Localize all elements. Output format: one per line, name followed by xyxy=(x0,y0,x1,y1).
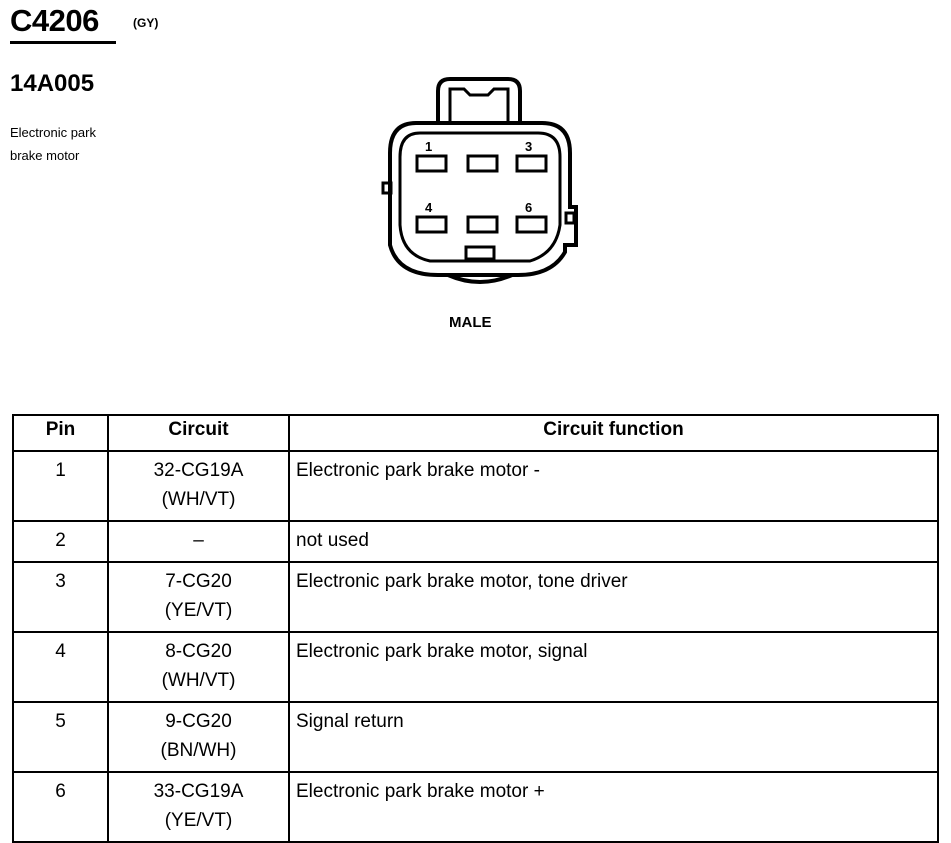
circuit-cell: 7-CG20 (YE/VT) xyxy=(107,561,290,633)
wire-color: (YE/VT) xyxy=(164,810,233,831)
function-cell: Signal return xyxy=(288,701,939,773)
connector-color: (GY) xyxy=(133,16,159,30)
connector-view-label: MALE xyxy=(449,314,492,331)
wire-color: (BN/WH) xyxy=(160,740,237,761)
table-row: 5 9-CG20 (BN/WH) Signal return xyxy=(12,701,939,773)
pin-cavity-2 xyxy=(466,154,499,173)
circuit-cell: – xyxy=(107,520,290,563)
part-description: Electronic park brake motor xyxy=(10,121,170,167)
pin-number-3: 3 xyxy=(525,139,532,154)
connector-code-underline xyxy=(10,41,116,44)
circuit-number: 32-CG19A xyxy=(153,460,244,481)
circuit-cell: 9-CG20 (BN/WH) xyxy=(107,701,290,773)
pin-cell: 1 xyxy=(12,450,109,522)
header-circuit: Circuit xyxy=(107,414,290,452)
circuit-number: 33-CG19A xyxy=(153,781,244,802)
connector-code: C4206 xyxy=(10,3,99,38)
circuit-number: – xyxy=(193,530,204,551)
part-description-line-2: brake motor xyxy=(10,148,80,163)
function-cell: Electronic park brake motor + xyxy=(288,771,939,843)
circuit-number: 9-CG20 xyxy=(165,711,232,732)
wire-color: (WH/VT) xyxy=(161,489,236,510)
circuit-number: 7-CG20 xyxy=(165,571,232,592)
header-pin: Pin xyxy=(12,414,109,452)
circuit-cell: 32-CG19A (WH/VT) xyxy=(107,450,290,522)
wire-color: (WH/VT) xyxy=(161,670,236,691)
pin-number-1: 1 xyxy=(425,139,432,154)
pin-cavity-6 xyxy=(515,215,548,234)
table-row: 1 32-CG19A (WH/VT) Electronic park brake… xyxy=(12,450,939,522)
pin-cell: 5 xyxy=(12,701,109,773)
pin-cell: 6 xyxy=(12,771,109,843)
circuit-cell: 8-CG20 (WH/VT) xyxy=(107,631,290,703)
table-row: 4 8-CG20 (WH/VT) Electronic park brake m… xyxy=(12,631,939,703)
pin-number-6: 6 xyxy=(525,200,532,215)
pin-cavity-5 xyxy=(466,215,499,234)
pin-cell: 2 xyxy=(12,520,109,563)
table-row: 3 7-CG20 (YE/VT) Electronic park brake m… xyxy=(12,561,939,633)
pinout-table: Pin Circuit Circuit function 1 32-CG19A … xyxy=(12,414,939,843)
pin-cell: 3 xyxy=(12,561,109,633)
function-cell: Electronic park brake motor, signal xyxy=(288,631,939,703)
circuit-number: 8-CG20 xyxy=(165,641,232,662)
pin-cavity-4 xyxy=(415,215,448,234)
part-number: 14A005 xyxy=(10,70,95,97)
part-description-line-1: Electronic park xyxy=(10,125,96,140)
pin-cell: 4 xyxy=(12,631,109,703)
function-cell: Electronic park brake motor, tone driver xyxy=(288,561,939,633)
pin-number-4: 4 xyxy=(425,200,433,215)
pin-cavity-1 xyxy=(415,154,448,173)
pin-cavity-3 xyxy=(515,154,548,173)
function-cell: not used xyxy=(288,520,939,563)
header-circuit-function: Circuit function xyxy=(288,414,939,452)
function-cell: Electronic park brake motor - xyxy=(288,450,939,522)
wire-color: (YE/VT) xyxy=(164,600,233,621)
table-row: 6 33-CG19A (YE/VT) Electronic park brake… xyxy=(12,771,939,843)
table-row: 2 – not used xyxy=(12,520,939,563)
table-header-row: Pin Circuit Circuit function xyxy=(12,414,939,452)
circuit-cell: 33-CG19A (YE/VT) xyxy=(107,771,290,843)
connector-face-diagram: 1 3 4 6 xyxy=(381,77,578,284)
